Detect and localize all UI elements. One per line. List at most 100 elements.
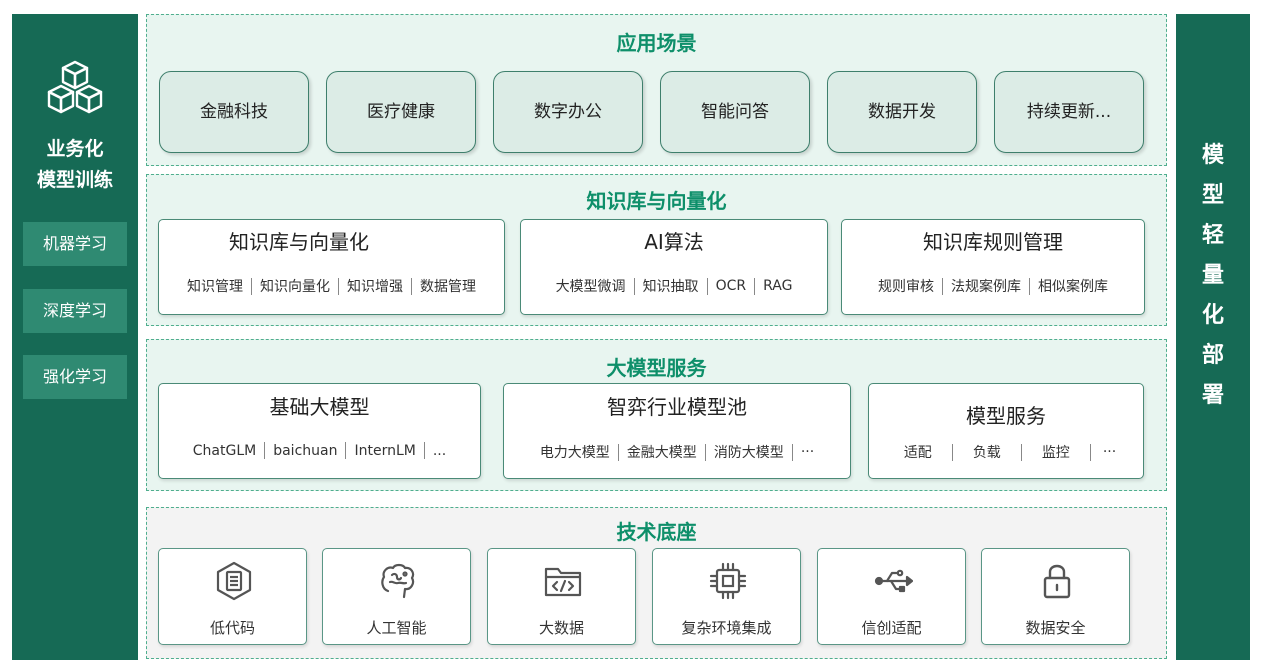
- tech-label: 数据安全: [1025, 619, 1086, 637]
- section-model-service: 大模型服务 基础大模型 ChatGLM baichuan InternLM ..…: [146, 339, 1167, 491]
- section-title: 大模型服务: [606, 356, 707, 380]
- left-item-deep-learning: 深度学习: [23, 289, 127, 333]
- tag: ChatGLM: [192, 442, 257, 459]
- tag: 大模型微调: [555, 279, 626, 295]
- tech-card-low-code: 低代码: [158, 548, 307, 645]
- scenario-card: 数字办公: [493, 71, 643, 153]
- tech-label: 信创适配: [861, 619, 922, 637]
- right-title-char: 化: [1201, 303, 1224, 328]
- tag-separator: [423, 442, 425, 459]
- tag-separator: [411, 277, 412, 295]
- base-model-card: 基础大模型 ChatGLM baichuan InternLM ...: [158, 383, 481, 479]
- tag: 知识增强: [347, 279, 403, 295]
- tag: baichuan: [273, 442, 338, 459]
- tag: 监控: [1041, 445, 1070, 461]
- tag-separator: [951, 443, 953, 461]
- scenario-card: 数据开发: [827, 71, 977, 153]
- industry-model-pool-card: 智弈行业模型池 电力大模型 金融大模型 消防大模型 ···: [503, 383, 851, 479]
- tag-row: ChatGLM baichuan InternLM ...: [159, 442, 480, 459]
- right-title-char: 署: [1201, 383, 1224, 408]
- tag-separator: [942, 277, 943, 295]
- tech-card-data-security: 数据安全: [981, 548, 1130, 645]
- tag-separator: [338, 277, 339, 295]
- right-title-char: 型: [1201, 183, 1224, 208]
- tech-label: 低代码: [209, 619, 255, 637]
- right-title: 模 型 轻 量 化 部 署: [1176, 136, 1250, 416]
- section-knowledge: 知识库与向量化 知识库与向量化 知识管理 知识向量化 知识增强 数据管理 AI算…: [146, 174, 1167, 326]
- tag: 法规案例库: [951, 279, 1021, 295]
- tag: 适配: [903, 445, 932, 461]
- tag: 数据管理: [420, 279, 476, 295]
- section-scenarios: 应用场景 金融科技 医疗健康 数字办公 智能问答 数据开发 持续更新...: [146, 14, 1167, 166]
- section-title: 技术底座: [616, 520, 697, 544]
- tag: ···: [800, 444, 815, 460]
- card-title: AI算法: [644, 230, 704, 254]
- lock-icon: [1043, 564, 1071, 599]
- card-title: 智弈行业模型池: [607, 395, 747, 419]
- tag-separator: [345, 442, 347, 459]
- right-title-char: 部: [1201, 343, 1224, 368]
- card-title: 知识库与向量化: [229, 230, 369, 254]
- code-folder-icon: [544, 567, 582, 597]
- tag: 知识抽取: [642, 279, 699, 295]
- card-title: 模型服务: [966, 404, 1046, 428]
- card-title: 知识库规则管理: [923, 230, 1063, 254]
- tag: 知识管理: [187, 279, 243, 295]
- tag-separator: [704, 443, 706, 461]
- tag-separator: [617, 443, 619, 461]
- tag-separator: [1089, 443, 1091, 461]
- scenario-card: 金融科技: [159, 71, 309, 153]
- left-item-reinforcement-learning: 强化学习: [23, 355, 127, 399]
- tag: RAG: [763, 278, 793, 294]
- model-service-card: 模型服务 适配 负载 监控 ···: [868, 383, 1144, 479]
- tech-card-complex-integration: 复杂环境集成: [652, 548, 801, 645]
- left-sidebar: 业务化 模型训练 机器学习 深度学习 强化学习: [12, 14, 138, 660]
- scenario-card: 医疗健康: [326, 71, 476, 153]
- tech-card-big-data: 大数据: [487, 548, 636, 645]
- section-title: 知识库与向量化: [586, 189, 727, 213]
- usb-icon: [874, 569, 913, 593]
- tag-separator: [251, 277, 252, 295]
- ai-algorithm-card: AI算法 大模型微调 知识抽取 OCR RAG: [520, 219, 828, 315]
- tag: 相似案例库: [1038, 279, 1108, 295]
- right-title-char: 量: [1201, 263, 1224, 288]
- rule-management-card: 知识库规则管理 规则审核 法规案例库 相似案例库: [841, 219, 1145, 315]
- tag: 电力大模型: [539, 445, 610, 461]
- tech-label: 复杂环境集成: [681, 619, 772, 637]
- card-title: 基础大模型: [269, 395, 370, 419]
- tag: 消防大模型: [713, 445, 784, 461]
- tag-row: 大模型微调 知识抽取 OCR RAG: [521, 276, 827, 296]
- cubes-icon: [47, 60, 103, 114]
- tag: 金融大模型: [626, 445, 697, 461]
- tech-label: 人工智能: [366, 619, 427, 637]
- tech-card-ai: 人工智能: [322, 548, 471, 645]
- tag: 规则审核: [878, 279, 934, 295]
- right-title-char: 轻: [1201, 223, 1224, 248]
- tag-row: 知识管理 知识向量化 知识增强 数据管理: [159, 276, 504, 296]
- right-title-char: 模: [1201, 143, 1224, 168]
- tag-separator: [1029, 277, 1030, 295]
- tag: ...: [432, 442, 447, 459]
- tag: 负载: [972, 445, 1001, 461]
- left-title-line2: 模型训练: [36, 169, 113, 191]
- tag-row: 规则审核 法规案例库 相似案例库: [842, 276, 1144, 296]
- tag: OCR: [715, 278, 747, 294]
- tag-separator: [706, 277, 708, 295]
- tag-row: 电力大模型 金融大模型 消防大模型 ···: [504, 442, 850, 462]
- scenario-card: 持续更新...: [994, 71, 1144, 153]
- section-tech-base: 技术底座 低代码 人工智能: [146, 507, 1167, 659]
- tag-separator: [1020, 443, 1022, 461]
- low-code-icon: [216, 561, 252, 601]
- left-title: 业务化 模型训练: [12, 134, 138, 196]
- tag-separator: [754, 277, 756, 295]
- tech-card-xinchuang: 信创适配: [817, 548, 966, 645]
- chip-icon: [709, 562, 747, 600]
- tag: 知识向量化: [260, 279, 330, 295]
- left-title-line1: 业务化: [46, 138, 104, 160]
- tech-label: 大数据: [538, 619, 584, 637]
- tag-separator: [791, 443, 793, 461]
- scenario-card: 智能问答: [660, 71, 810, 153]
- tag-row: 适配 负载 监控 ···: [869, 442, 1143, 462]
- tag: InternLM: [354, 442, 416, 459]
- tag-separator: [633, 277, 635, 295]
